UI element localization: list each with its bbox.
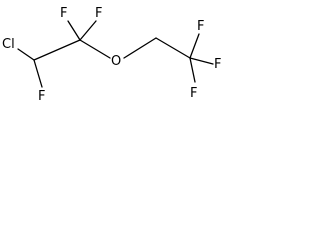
atom-f-top-right: F xyxy=(95,6,102,21)
atom-cl: Cl xyxy=(2,37,15,52)
bond-c2-f-left xyxy=(67,20,81,41)
bond-c2-f-right xyxy=(79,20,97,41)
atom-f-cf3-right: F xyxy=(214,57,221,72)
atom-f-lower: F xyxy=(38,89,45,104)
atom-o: O xyxy=(111,54,121,69)
bond-c4-f-right xyxy=(189,57,214,65)
bond-c4-f-bottom xyxy=(189,57,196,83)
bond-c1-f xyxy=(33,59,43,88)
molecule-structure: Cl F F F O F F F xyxy=(0,0,230,112)
bond-cl-c1 xyxy=(17,48,35,61)
atom-f-top-left: F xyxy=(60,6,67,21)
atom-f-cf3-bottom: F xyxy=(190,86,197,101)
structure-drawing: Cl F F F O F F F xyxy=(2,6,221,104)
bond-c2-o xyxy=(79,39,111,59)
bond-c3-c4 xyxy=(155,37,191,59)
atom-f-cf3-top: F xyxy=(197,19,204,34)
bond-c1-c2 xyxy=(33,39,81,61)
bond-c4-f-top xyxy=(189,33,200,59)
bond-o-c3 xyxy=(123,37,157,59)
